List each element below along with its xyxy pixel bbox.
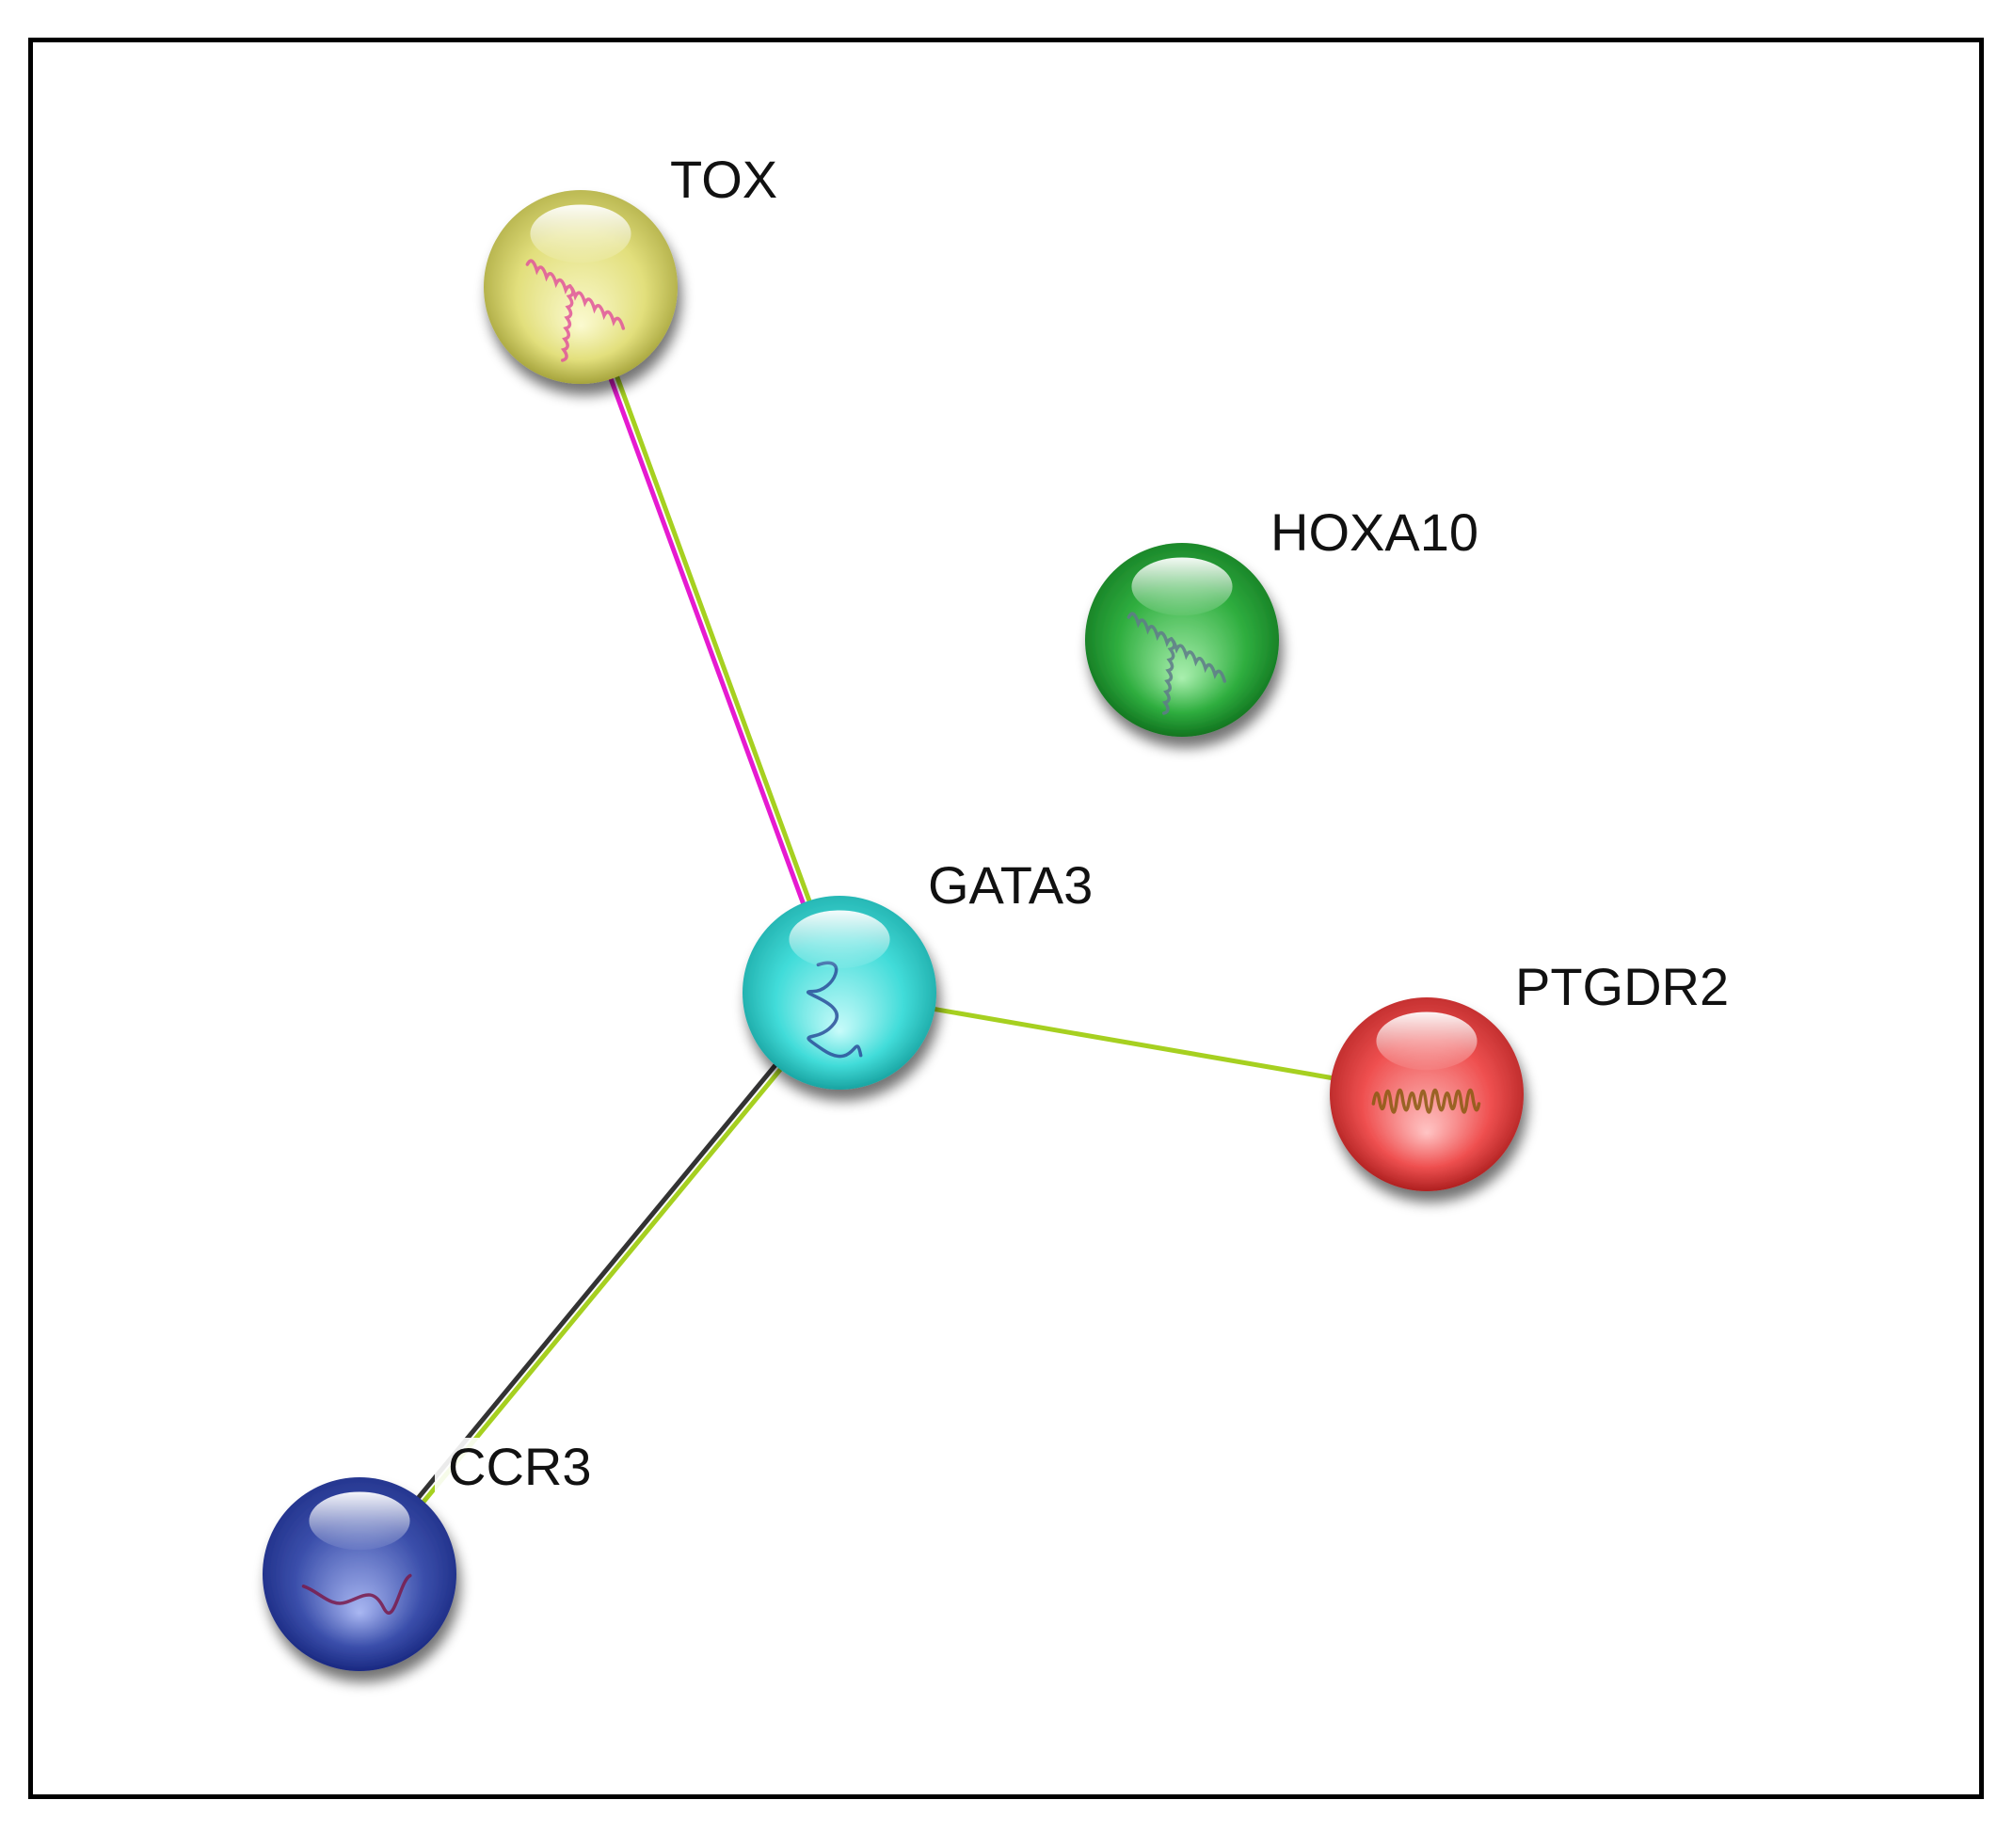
node-ptgdr2-structure [1371,1088,1481,1114]
node-ptgdr2-label-bg [1502,958,1743,1020]
edge-gata3-ptgdr2-line-0 [837,990,1430,1097]
node-tox-label: TOX [670,150,777,209]
node-ccr3[interactable] [263,1477,456,1671]
node-tox-structure [525,259,626,362]
node-ptgdr2-label: PTGDR2 [1515,957,1729,1016]
node-ccr3-structure [301,1573,412,1615]
edge-tox-gata3-line-1 [575,285,839,996]
node-hoxa10-label-bg [1257,503,1492,566]
node-ptgdr2[interactable] [1330,997,1524,1191]
node-gata3-label: GATA3 [928,855,1093,915]
node-tox-highlight [530,204,631,263]
node-hoxa10-label-group: HOXA10 [1257,502,1492,566]
node-hoxa10[interactable] [1085,543,1279,737]
edge-tox-gata3-line-0 [581,283,845,995]
node-gata3-structure [807,961,863,1059]
node-ptgdr2-highlight [1376,1012,1478,1071]
node-hoxa10-highlight [1131,557,1233,616]
node-tox-label-group: TOX [657,150,791,213]
node-ccr3-label-bg [435,1438,605,1500]
node-ccr3-label: CCR3 [448,1437,591,1496]
node-ccr3-label-group: CCR3 [435,1437,605,1500]
node-gata3-label-bg [915,856,1107,918]
node-ccr3-highlight [309,1491,410,1551]
node-gata3[interactable] [743,896,936,1090]
node-gata3-highlight [789,910,890,969]
node-gata3-label-group: GATA3 [915,855,1107,918]
node-hoxa10-label: HOXA10 [1270,502,1478,562]
node-tox[interactable] [484,190,678,384]
node-tox-label-bg [657,151,791,213]
node-hoxa10-structure [1126,612,1227,715]
node-ptgdr2-label-group: PTGDR2 [1502,957,1743,1020]
